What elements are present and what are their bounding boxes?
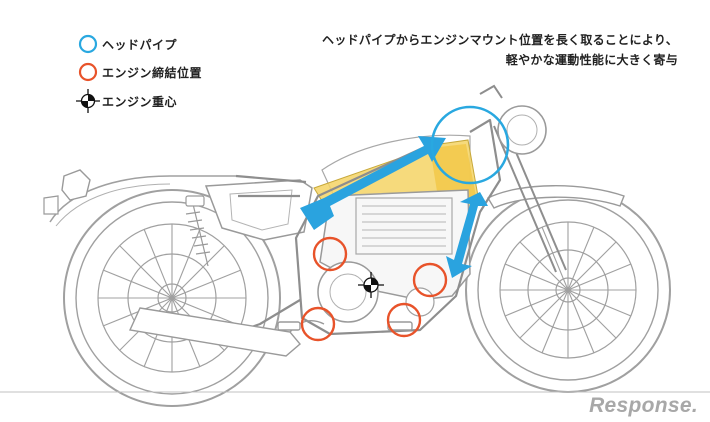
- exhaust-pipe: [128, 307, 325, 357]
- front-fender: [487, 185, 625, 209]
- tail-light: [61, 169, 91, 201]
- heading-line-2: 軽やかな運動性能に大きく寄与: [505, 53, 678, 67]
- legend-item-center-of-gravity: エンジン重心: [78, 90, 177, 112]
- engine-mount-marker-1: [312, 236, 348, 272]
- head-pipe-legend-marker: [78, 34, 98, 54]
- engine-mount-marker-4: [386, 302, 422, 338]
- legend-item-head-pipe: ヘッドパイプ: [78, 33, 177, 55]
- headlight: [497, 105, 547, 155]
- center-of-gravity-marker: [358, 272, 384, 298]
- rear-wheel: [63, 189, 281, 407]
- footrest: [277, 321, 413, 331]
- rear-fender: [49, 175, 236, 223]
- front-wheel: [465, 187, 671, 393]
- center-of-gravity-legend-marker: [76, 89, 100, 113]
- rear-shock: [185, 195, 211, 267]
- watermark-logo: Response.: [589, 394, 698, 417]
- head-pipe-marker: [430, 105, 510, 185]
- engine-block: [317, 189, 471, 323]
- side-cover: [204, 179, 313, 241]
- legend-label: ヘッドパイプ: [102, 37, 178, 52]
- engine-mount-marker-3: [300, 306, 336, 342]
- engine-mount-marker-2: [412, 262, 448, 298]
- engine-mount-legend-marker: [78, 62, 98, 82]
- legend-label: エンジン重心: [102, 94, 178, 109]
- frame-length-arrow-lower: [446, 192, 488, 278]
- legend-label: エンジン締結位置: [102, 65, 203, 80]
- legend-item-engine-mount: エンジン締結位置: [78, 61, 202, 83]
- heading-line-1: ヘッドパイプからエンジンマウント位置を長く取ることにより、: [322, 33, 678, 47]
- frame-length-arrow-upper: [300, 136, 446, 230]
